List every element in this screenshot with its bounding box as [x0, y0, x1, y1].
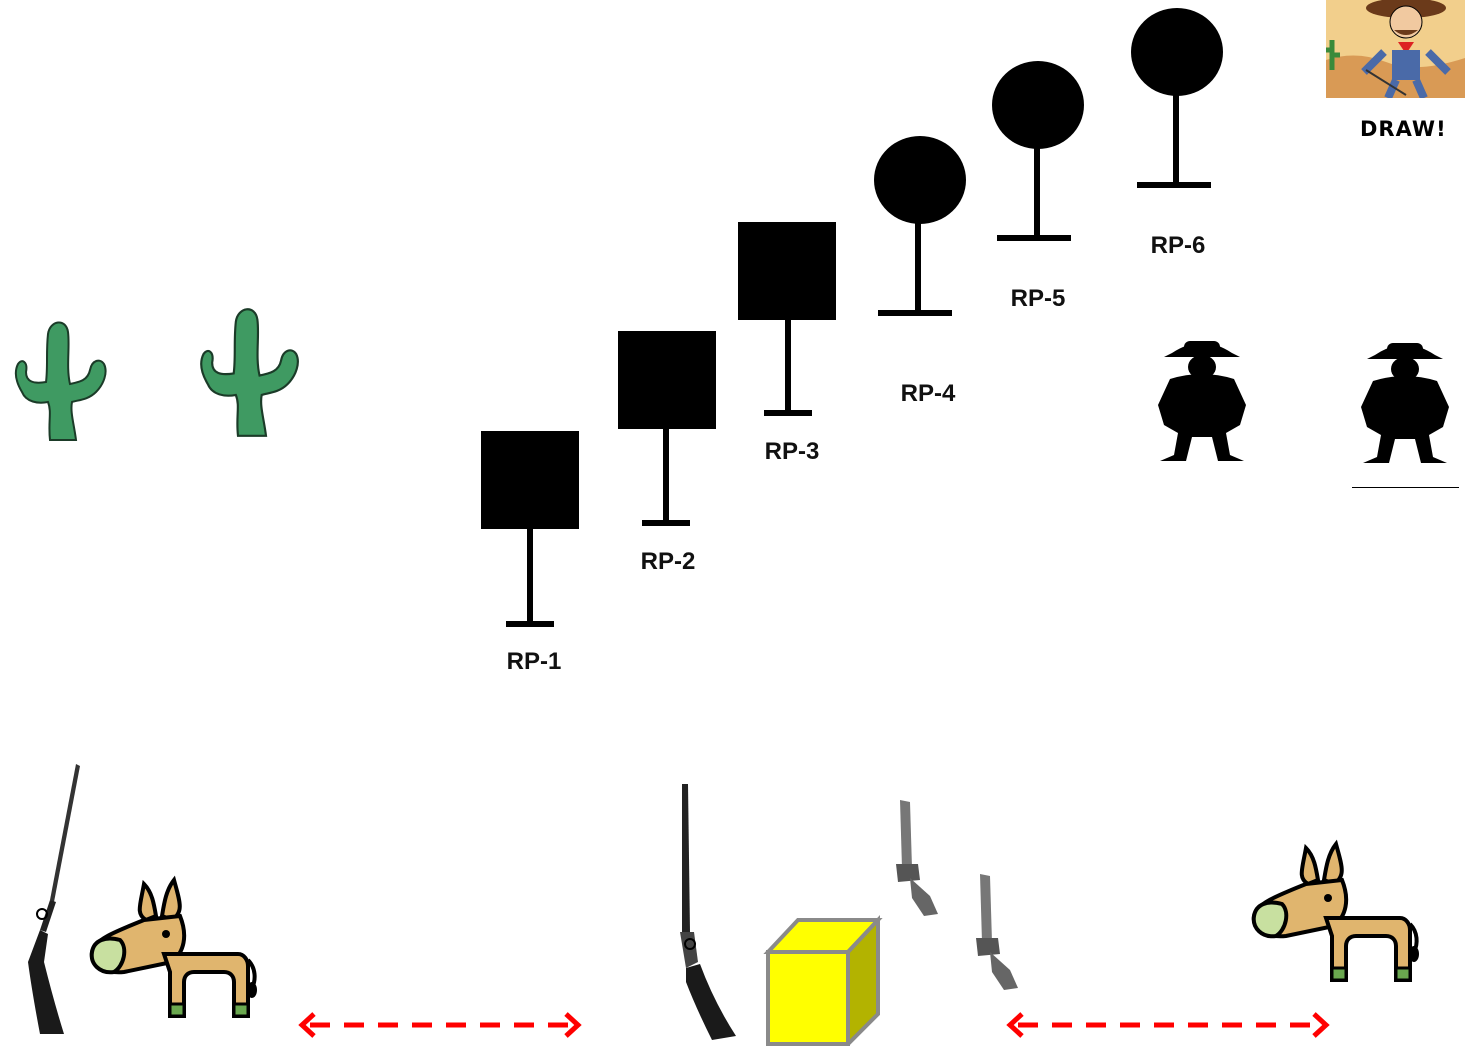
draw-label: DRAW! [1360, 117, 1447, 141]
donkey-icon [1251, 839, 1419, 982]
round-target-rp6 [1131, 8, 1223, 96]
bandit-silhouette-icon [1158, 341, 1246, 461]
target-label-rp4: RP-4 [900, 380, 956, 407]
target-label-rp1: RP-1 [506, 648, 562, 675]
square-target-rp1 [481, 431, 579, 529]
target-label-rp2: RP-2 [640, 548, 696, 575]
bandit-silhouette-icon [1361, 343, 1449, 463]
target-base [642, 520, 690, 526]
target-base [997, 235, 1071, 241]
target-label-rp6: RP-6 [1150, 232, 1206, 259]
donkey-icon [89, 875, 257, 1018]
cactus-icon [14, 321, 107, 441]
divider-line [1352, 487, 1459, 488]
round-target-rp5 [992, 61, 1084, 149]
revolver-icon [896, 800, 938, 916]
target-stand [527, 529, 533, 624]
target-stand [785, 320, 791, 415]
target-base [878, 310, 952, 316]
square-target-rp3 [738, 222, 836, 320]
target-base [1137, 182, 1211, 188]
target-base [764, 410, 812, 416]
cactus-icon [200, 308, 299, 437]
dashed-arrow-icon [1006, 1012, 1330, 1038]
revolver-icon [976, 874, 1018, 990]
dashed-arrow-icon [298, 1012, 582, 1038]
shotgun-icon [28, 764, 80, 1034]
target-label-rp3: RP-3 [764, 438, 820, 465]
target-stand [1173, 94, 1179, 186]
target-stand [915, 222, 921, 314]
ammo-box-icon [763, 914, 883, 1046]
rifle-icon [680, 784, 736, 1040]
target-base [506, 621, 554, 627]
round-target-rp4 [874, 136, 966, 224]
cowboy-cartoon-icon [1326, 0, 1465, 98]
target-stand [663, 429, 669, 524]
target-stand [1034, 147, 1040, 239]
target-label-rp5: RP-5 [1010, 285, 1066, 312]
square-target-rp2 [618, 331, 716, 429]
